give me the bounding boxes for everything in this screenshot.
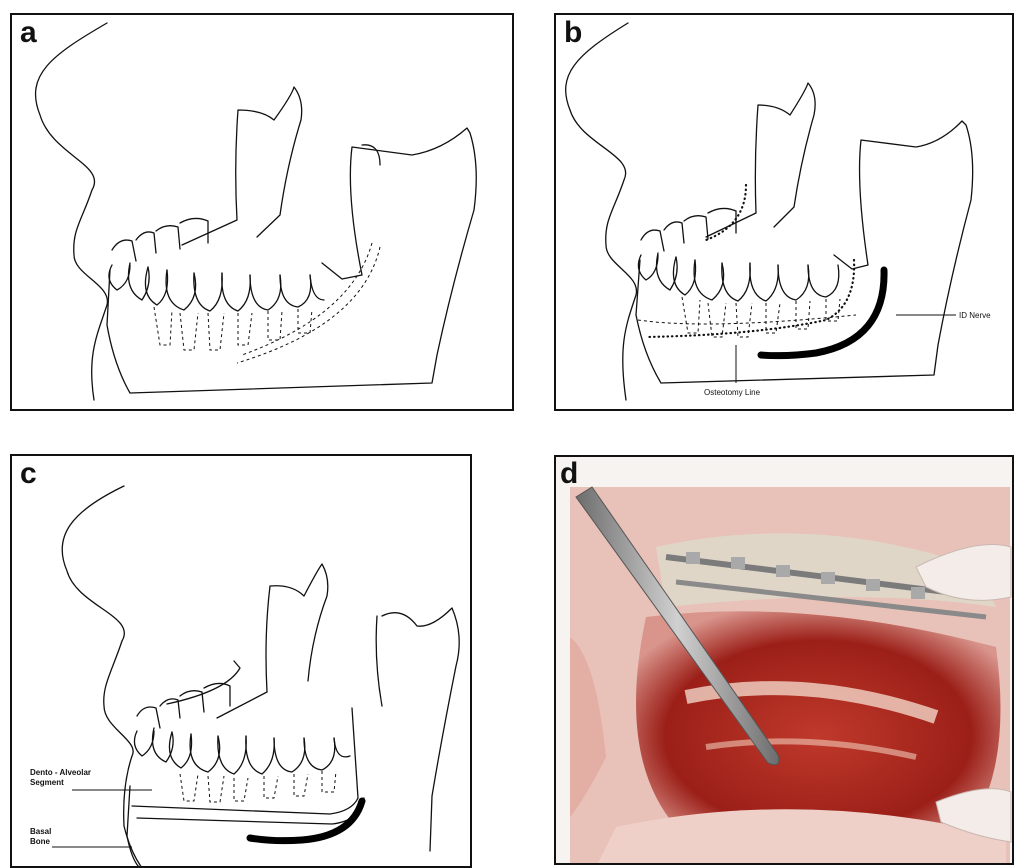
- panel-d: d: [554, 455, 1014, 865]
- root-4: [238, 313, 252, 345]
- basal-label-1: Basal: [30, 827, 51, 836]
- lower-teeth: [638, 253, 838, 301]
- face-profile: [36, 23, 108, 400]
- coronoid-process: [182, 87, 302, 245]
- mandible-outline: [636, 121, 973, 383]
- panel-c: c: [10, 454, 472, 868]
- root-6: [298, 309, 312, 333]
- root-1: [154, 307, 172, 345]
- condyle: [376, 616, 382, 706]
- mandible-outline: [127, 786, 140, 868]
- lower-teeth: [134, 728, 350, 774]
- panel-d-label: d: [560, 459, 578, 489]
- face-profile: [62, 486, 142, 868]
- lower-teeth: [109, 263, 324, 311]
- panel-a: a: [10, 13, 514, 411]
- segment-label-2: Segment: [30, 778, 64, 787]
- ramus-back: [382, 608, 459, 851]
- osteotomy-line: [706, 185, 746, 240]
- coronoid-process: [217, 564, 328, 718]
- jaw-diagram-c: Dento - Alveolar Segment Basal Bone: [12, 456, 472, 868]
- condyle: [362, 145, 380, 165]
- root-3: [208, 313, 224, 350]
- osteotomy-label: Osteotomy Line: [704, 388, 761, 397]
- id-nerve-label: ID Nerve: [959, 311, 991, 320]
- face-profile: [566, 23, 637, 400]
- basal-label-2: Bone: [30, 837, 51, 846]
- upper-teeth: [137, 683, 230, 728]
- coronoid-process: [706, 83, 815, 237]
- root-5: [268, 311, 282, 340]
- surgical-photo: [556, 457, 1014, 865]
- panel-b: b: [554, 13, 1014, 411]
- jaw-diagram-b: ID Nerve Osteotomy Line: [556, 15, 1014, 411]
- root-2: [180, 313, 198, 350]
- segment-label-1: Dento - Alveolar: [30, 768, 91, 777]
- jaw-diagram-a: [12, 15, 514, 411]
- mandible-outline: [107, 128, 476, 393]
